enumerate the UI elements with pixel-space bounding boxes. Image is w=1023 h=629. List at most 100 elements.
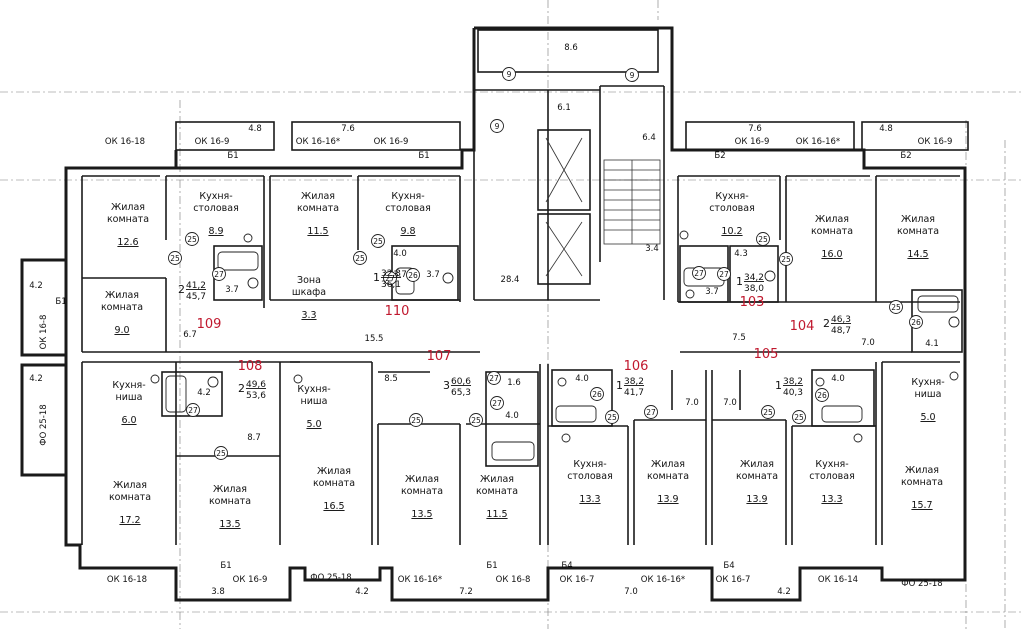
room-name: Кухня- xyxy=(199,191,232,202)
apartment-room-count: 2 xyxy=(823,317,830,330)
area-label: 4.8 xyxy=(248,124,262,134)
door-mark-text: 25 xyxy=(411,416,421,425)
apartment-room-count: 2 xyxy=(238,382,245,395)
area-label: 4.0 xyxy=(505,411,519,421)
door-mark-text: 26 xyxy=(817,391,827,400)
room-area: 8.9 xyxy=(208,226,223,237)
door-mark-text: 25 xyxy=(355,254,365,263)
apartment-total-area: 53,6 xyxy=(246,391,266,401)
room-area: 17.2 xyxy=(119,515,140,526)
apartment-total-area: 65,3 xyxy=(451,388,471,398)
room-name: комната xyxy=(901,477,943,488)
door-mark: 25 xyxy=(353,251,367,265)
area-label: 3.7 xyxy=(393,270,407,280)
window-label: ОК 16-9 xyxy=(374,137,409,147)
door-mark-text: 27 xyxy=(385,274,395,283)
room-name: Кухня- xyxy=(297,384,330,395)
room-name: Жилая xyxy=(651,459,685,470)
apartment-number: 106 xyxy=(624,359,649,374)
window-label: ОК 16-16* xyxy=(796,137,840,147)
apartment-room-count: 1 xyxy=(775,379,782,392)
apartment-number: 108 xyxy=(238,359,263,374)
room-area: 5.0 xyxy=(306,419,321,430)
room-name: Кухня- xyxy=(815,459,848,470)
apartment-number: 103 xyxy=(740,295,765,310)
apartment-room-count: 2 xyxy=(178,283,185,296)
window-label: ОК 16-7 xyxy=(716,575,751,585)
room-name: шкафа xyxy=(292,287,326,298)
area-label: 7.2 xyxy=(459,587,473,597)
area-label: 3.7 xyxy=(705,287,719,297)
side-labels: ОК 16-8ФО 25-18 xyxy=(39,315,49,446)
area-label: 4.2 xyxy=(355,587,369,597)
window-label: ОК 16-14 xyxy=(818,575,858,585)
room-name: Жилая xyxy=(113,480,147,491)
room-area: 3.3 xyxy=(301,310,316,321)
area-label: 3.7 xyxy=(426,270,440,280)
door-mark: 25 xyxy=(409,413,423,427)
area-label: 7.6 xyxy=(341,124,355,134)
door-mark-text: 27 xyxy=(646,408,656,417)
area-label: 3.7 xyxy=(225,285,239,295)
room-name: комната xyxy=(313,478,355,489)
window-label: ОК 16-16* xyxy=(641,575,685,585)
apartment-number: 104 xyxy=(790,319,815,334)
room-name: Кухня- xyxy=(715,191,748,202)
room-area: 11.5 xyxy=(486,509,507,520)
room-name: комната xyxy=(101,302,143,313)
room-name: Зона xyxy=(297,275,321,286)
room-name: комната xyxy=(736,471,778,482)
door-mark: 9 xyxy=(490,119,504,133)
door-mark-text: 25 xyxy=(216,449,226,458)
door-mark: 25 xyxy=(469,413,483,427)
room-name: столовая xyxy=(709,203,755,214)
apartment-number: 105 xyxy=(754,347,779,362)
room-area: 13.5 xyxy=(219,519,240,530)
door-mark: 25 xyxy=(792,410,806,424)
apartment-total-area: 36,1 xyxy=(381,280,401,290)
area-label: 7.5 xyxy=(732,333,746,343)
side-window-label: ФО 25-18 xyxy=(39,404,49,445)
door-mark-text: 25 xyxy=(781,255,791,264)
room-name: столовая xyxy=(385,203,431,214)
area-label: 7.0 xyxy=(861,338,875,348)
window-label: ОК 16-9 xyxy=(735,137,770,147)
door-mark: 9 xyxy=(625,68,639,82)
apartment-room-count: 1 xyxy=(373,271,380,284)
door-mark-text: 25 xyxy=(758,235,768,244)
door-mark: 27 xyxy=(490,396,504,410)
door-mark: 25 xyxy=(756,232,770,246)
room-area: 6.0 xyxy=(121,415,136,426)
balcony-tag: Б2 xyxy=(714,151,725,161)
sanitary-fixtures xyxy=(150,230,960,461)
room-name: Кухня- xyxy=(573,459,606,470)
area-label: 28.4 xyxy=(501,275,520,285)
door-mark-text: 27 xyxy=(492,399,502,408)
area-label: 7.6 xyxy=(748,124,762,134)
room-name: Жилая xyxy=(213,484,247,495)
area-label: 8.7 xyxy=(247,433,261,443)
door-mark: 26 xyxy=(590,387,604,401)
door-mark: 26 xyxy=(815,388,829,402)
apartment-living-area: 34,2 xyxy=(744,273,764,283)
door-mark: 25 xyxy=(185,232,199,246)
apartment-living-area: 41,2 xyxy=(186,281,206,291)
room-area: 12.6 xyxy=(117,237,138,248)
room-name: комната xyxy=(811,226,853,237)
door-mark-text: 25 xyxy=(187,235,197,244)
room-area: 14.5 xyxy=(907,249,928,260)
room-area: 5.0 xyxy=(920,412,935,423)
room-name: Кухня- xyxy=(112,380,145,391)
room-name: комната xyxy=(476,486,518,497)
